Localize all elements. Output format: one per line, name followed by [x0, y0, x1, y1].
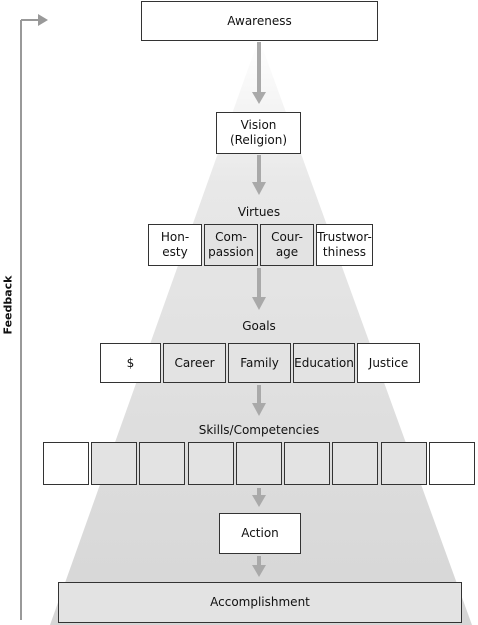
goal-label: Education [294, 355, 354, 370]
vision-line1: Vision [240, 118, 277, 132]
virtue-box-honesty: Hon- esty [148, 224, 202, 266]
action-label: Action [241, 526, 279, 540]
skill-box [139, 442, 185, 485]
skills-title: Skills/Competencies [198, 423, 320, 437]
goal-box-career: Career [163, 343, 226, 383]
virtue-line2: esty [162, 245, 188, 259]
goal-label: Career [174, 355, 215, 370]
accomplishment-label: Accomplishment [210, 595, 310, 609]
virtue-line2: age [275, 245, 299, 259]
flow-arrow-3 [252, 268, 266, 310]
virtue-line2: thiness [322, 245, 367, 259]
goal-box-money: $ [100, 343, 161, 383]
goal-box-justice: Justice [357, 343, 420, 383]
skill-box [284, 442, 330, 485]
virtue-box-courage: Cour- age [260, 224, 314, 266]
virtue-line1: Hon- [160, 230, 190, 244]
virtue-box-trustworthiness: Trustwor- thiness [316, 224, 373, 266]
goal-label: Family [240, 355, 279, 370]
goal-label: Justice [368, 355, 409, 370]
flow-arrow-2 [252, 155, 266, 195]
virtue-box-compassion: Com- passion [204, 224, 258, 266]
goal-label: $ [126, 355, 135, 370]
feedback-arrow [20, 14, 48, 620]
goal-box-family: Family [228, 343, 291, 383]
skill-box [188, 442, 234, 485]
accomplishment-box: Accomplishment [58, 582, 462, 623]
virtue-line2: passion [208, 245, 254, 259]
skill-box [429, 442, 475, 485]
action-box: Action [219, 513, 301, 554]
skill-box [43, 442, 89, 485]
virtue-line1: Cour- [271, 230, 303, 244]
skill-box [236, 442, 282, 485]
flow-arrow-6 [252, 556, 266, 577]
virtues-title: Virtues [237, 205, 281, 219]
feedback-label: Feedback [1, 275, 15, 335]
flow-arrow-1 [252, 42, 266, 104]
virtue-line1: Com- [215, 230, 247, 244]
flow-arrow-4 [252, 385, 266, 416]
goal-box-education: Education [293, 343, 355, 383]
virtue-line1: Trustwor- [317, 230, 372, 244]
awareness-box: Awareness [141, 1, 378, 41]
vision-box: Vision (Religion) [216, 112, 301, 154]
goals-title: Goals [242, 319, 276, 333]
flow-arrow-5 [252, 488, 266, 507]
skill-box [381, 442, 427, 485]
skill-box [332, 442, 378, 485]
vision-line2: (Religion) [229, 133, 288, 147]
skill-box [91, 442, 137, 485]
awareness-label: Awareness [227, 13, 292, 28]
